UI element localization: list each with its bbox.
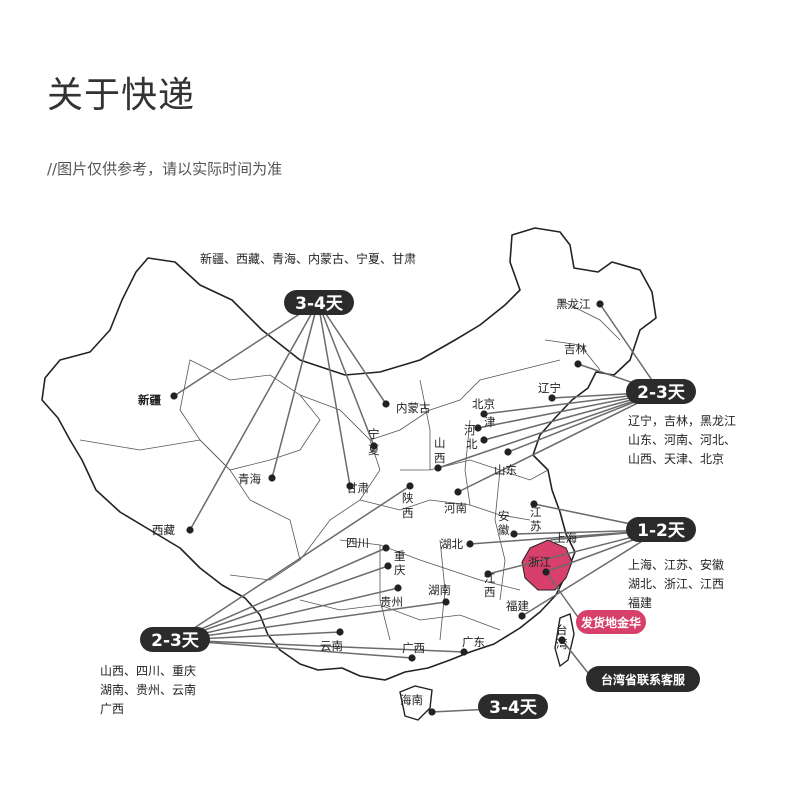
connector-lines: [173, 301, 661, 713]
label-taiwan-a: 台: [556, 623, 568, 637]
label-hebei-a: 河: [464, 423, 476, 437]
label-jiangxi-b: 西: [484, 585, 496, 599]
badge-west-text: 3-4天: [295, 294, 344, 314]
label-jiangxi-a: 江: [484, 571, 496, 585]
label-shaanxi-a: 陕: [402, 491, 414, 505]
southwest-regions-line-1: 山西、四川、重庆: [100, 664, 197, 678]
label-liaoning: 辽宁: [538, 381, 561, 395]
label-ningxia-b: 夏: [368, 443, 380, 457]
label-anhui-a: 安: [498, 509, 510, 523]
label-xizang: 西藏: [152, 523, 175, 537]
label-shanxi-a: 山: [434, 436, 446, 450]
east-regions-line-1: 上海、江苏、安徽: [628, 558, 725, 572]
label-henan: 河南: [444, 501, 467, 515]
label-ningxia-a: 宁: [368, 427, 380, 441]
northeast-regions-note: 辽宁，吉林，黑龙江 山东、河南、河北、 山西、天津、北京: [628, 412, 736, 469]
east-regions-line-3: 福建: [628, 596, 653, 610]
label-shanxi-b: 西: [434, 451, 446, 465]
northeast-regions-line-1: 辽宁，吉林，黑龙江: [628, 414, 737, 428]
badge-east: 1-2天: [626, 517, 696, 542]
southwest-regions-line-3: 广西: [100, 702, 125, 716]
province-borders: [79, 299, 621, 641]
label-hubei: 湖北: [440, 537, 463, 551]
label-xinjiang: 新疆: [138, 393, 161, 407]
origin-callout-text: 发货地金华: [580, 615, 641, 630]
badge-south-text: 3-4天: [489, 698, 538, 718]
southwest-regions-line-2: 湖南、贵州、云南: [100, 683, 197, 697]
label-shanghai: 上海: [554, 531, 577, 545]
label-heilongjiang: 黑龙江: [556, 297, 591, 311]
badge-southwest: 2-3天: [140, 627, 210, 652]
label-tianjin: 津: [484, 415, 496, 429]
label-anhui-b: 徽: [498, 523, 510, 537]
label-guangxi: 广西: [402, 641, 425, 655]
zhejiang-highlight: [521, 539, 573, 591]
label-zhejiang: 浙江: [528, 555, 551, 569]
taiwan-callout[interactable]: 台湾省联系客服: [586, 666, 700, 692]
origin-callout: 发货地金华: [576, 610, 646, 634]
label-sichuan: 四川: [346, 536, 369, 550]
province-dots: [170, 300, 604, 716]
northeast-regions-line-2: 山东、河南、河北、: [628, 433, 737, 447]
label-shaanxi-b: 西: [402, 506, 414, 520]
taiwan-callout-text: 台湾省联系客服: [601, 672, 686, 687]
badge-south: 3-4天: [478, 694, 548, 719]
label-yunnan: 云南: [320, 639, 343, 653]
label-qinghai: 青海: [238, 472, 261, 486]
label-hebei-b: 北: [466, 437, 478, 451]
hainan-island: [399, 685, 433, 721]
northeast-regions-line-3: 山西、天津、北京: [628, 452, 725, 466]
east-regions-line-2: 湖北、浙江、江西: [628, 577, 725, 591]
label-neimenggu: 内蒙古: [396, 401, 431, 415]
label-chongqing-a: 重: [394, 549, 406, 563]
east-regions-note: 上海、江苏、安徽 湖北、浙江、江西 福建: [628, 556, 724, 613]
label-guizhou: 贵州: [380, 595, 403, 609]
badge-northeast-text: 2-3天: [637, 383, 686, 403]
label-guangdong: 广东: [462, 635, 485, 649]
label-shandong: 山东: [494, 463, 517, 477]
china-outline: [41, 227, 657, 681]
label-jiangsu-a: 江: [530, 505, 542, 519]
label-fujian: 福建: [506, 599, 529, 613]
west-regions-note: 新疆、西藏、青海、内蒙古、宁夏、甘肃: [200, 252, 417, 266]
label-jilin: 吉林: [564, 342, 587, 356]
label-chongqing-b: 庆: [394, 563, 406, 577]
label-gansu: 甘肃: [346, 481, 369, 495]
label-jiangsu-b: 苏: [530, 519, 542, 533]
label-hainan: 海南: [400, 693, 423, 707]
province-labels: 新疆 西藏 青海 甘肃 宁 夏 内蒙古 黑龙江 吉林 辽宁 北京 津 河 北 山…: [138, 297, 591, 707]
badge-southwest-text: 2-3天: [151, 631, 200, 651]
label-hunan: 湖南: [428, 583, 451, 597]
label-beijing: 北京: [472, 397, 495, 411]
badge-west: 3-4天: [284, 290, 354, 315]
badge-northeast: 2-3天: [626, 379, 696, 404]
southwest-regions-note: 山西、四川、重庆 湖南、贵州、云南 广西: [100, 662, 196, 719]
badge-east-text: 1-2天: [637, 521, 686, 541]
page-subtitle: //图片仅供参考，请以实际时间为准: [47, 160, 283, 178]
page-title: 关于快递: [47, 75, 196, 116]
label-taiwan-b: 湾: [556, 637, 568, 651]
